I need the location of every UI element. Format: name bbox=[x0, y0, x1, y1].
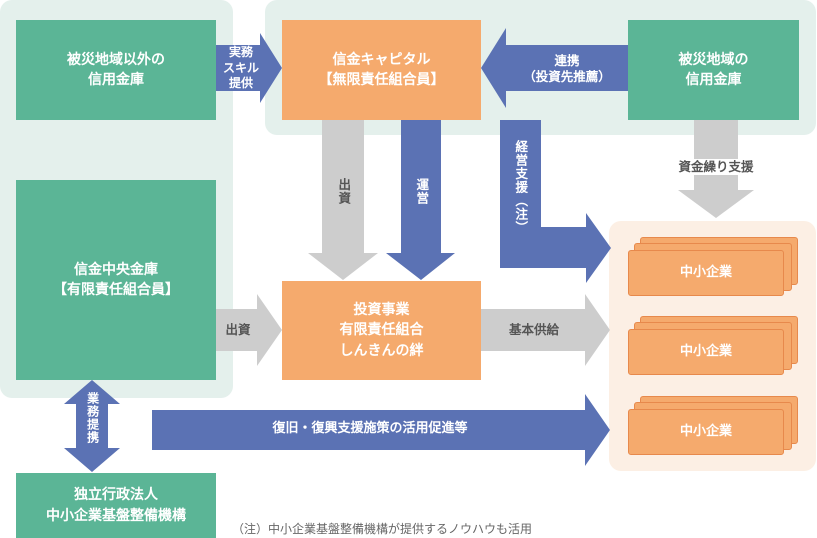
sme-node-1: 中小企業 bbox=[628, 250, 784, 296]
cooperation-label: 連携 （投資先推薦） bbox=[523, 53, 611, 85]
recovery-label: 復旧・復興支援施策の活用促進等 bbox=[272, 421, 468, 436]
skills-label: 実務 スキル 提供 bbox=[222, 45, 259, 91]
capital-node: 信金キャピタル 【無限責任組合員】 bbox=[282, 20, 481, 120]
investment-capital-arrow bbox=[308, 120, 378, 280]
central-bank-node: 信金中央金庫 【有限責任組合員】 bbox=[16, 180, 216, 380]
basic-supply-arrow bbox=[481, 294, 610, 366]
cooperation-arrow bbox=[481, 28, 628, 108]
fund-node: 投資事業 有限責任組合 しんきんの絆 bbox=[282, 281, 481, 380]
footnote: （注）中小企業基盤整備機構が提供するノウハウも活用 bbox=[232, 522, 533, 536]
sme-node-3: 中小企業 bbox=[628, 409, 784, 455]
investment-central-label: 出資 bbox=[225, 322, 251, 337]
management-support-label: 経営支援（注） bbox=[513, 140, 529, 235]
skills-arrow bbox=[216, 33, 282, 103]
outside-banks-node: 被災地域以外の 信用金庫 bbox=[16, 20, 216, 120]
funding-support-label: 資金繰り支援 bbox=[656, 159, 776, 176]
management-support-arrow bbox=[500, 120, 611, 283]
business-tieup-arrow bbox=[64, 380, 120, 472]
smrj-node: 独立行政法人 中小企業基盤整備機構 bbox=[16, 473, 216, 538]
basic-supply-label: 基本供給 bbox=[508, 322, 559, 337]
sme-node-2: 中小企業 bbox=[628, 329, 784, 375]
affected-banks-node: 被災地域の 信用金庫 bbox=[628, 20, 799, 120]
business-tieup-label: 業務提携 bbox=[85, 392, 100, 444]
investment-capital-label: 出資 bbox=[336, 178, 352, 205]
investment-central-arrow bbox=[216, 294, 282, 366]
operation-label: 運営 bbox=[414, 178, 430, 205]
operation-arrow bbox=[386, 120, 455, 280]
recovery-arrow bbox=[152, 394, 610, 466]
